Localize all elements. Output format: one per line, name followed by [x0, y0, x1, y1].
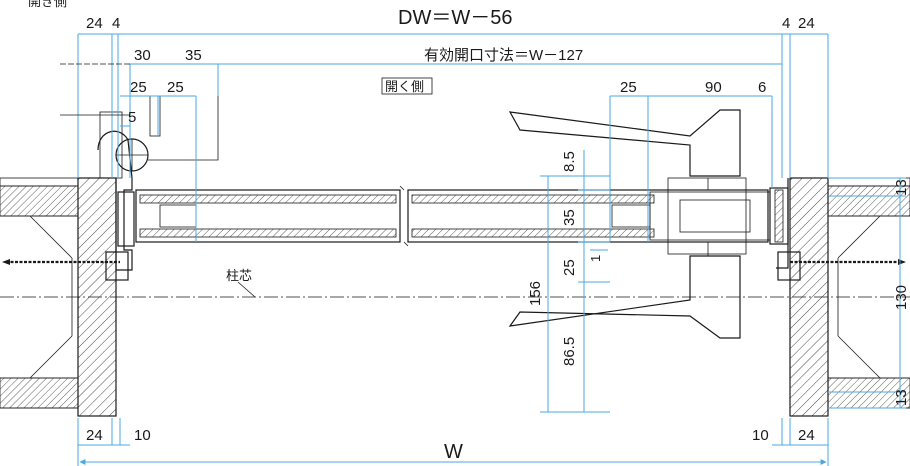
- left-screw: [2, 259, 120, 265]
- title-fragment: 開き側: [28, 0, 67, 9]
- dim-130: 130: [893, 285, 910, 310]
- effective-opening-label: 有効開口寸法＝W－127: [424, 47, 583, 64]
- dim-5: 5: [128, 109, 136, 126]
- dim-24-bottom-right: 24: [798, 427, 815, 444]
- dim-4-top-right: 4: [782, 15, 790, 32]
- dim-13-top: 13: [893, 179, 910, 196]
- dim-24-bottom-left: 24: [86, 427, 103, 444]
- dim-30: 30: [134, 47, 151, 64]
- dim-35-top: 35: [185, 47, 202, 64]
- dim-25-vert: 25: [561, 259, 578, 276]
- center-label: 柱芯: [226, 268, 252, 283]
- dim-25a: 25: [130, 79, 147, 96]
- w-label: W: [444, 441, 463, 463]
- door-panel: [135, 177, 771, 255]
- open-side-label: 開く側: [385, 79, 424, 94]
- dim-24-top-right: 24: [798, 15, 815, 32]
- dim-6: 6: [758, 79, 766, 96]
- dw-label: DW＝W－56: [398, 7, 512, 29]
- dim-10-bottom-right: 10: [752, 427, 769, 444]
- lever-handle-lower: [508, 242, 741, 339]
- dim-13-bottom: 13: [893, 389, 910, 406]
- dimension-lines: [60, 33, 906, 466]
- pivot-detail: [115, 95, 219, 172]
- dim-25-right: 25: [620, 79, 637, 96]
- dim-1: 1: [588, 255, 603, 262]
- right-frame: [769, 178, 801, 281]
- dim-24-top-left: 24: [86, 15, 103, 32]
- open-side-box: [381, 77, 433, 95]
- dim-25b: 25: [167, 79, 184, 96]
- left-wall: [0, 177, 117, 417]
- dim-4-top-left: 4: [112, 15, 120, 32]
- dim-156: 156: [527, 281, 544, 306]
- dim-86-5: 86.5: [561, 337, 578, 366]
- dim-35-vert: 35: [561, 209, 578, 226]
- lever-handle-upper: [508, 109, 741, 190]
- dim-10-bottom-left: 10: [134, 427, 151, 444]
- dim-90: 90: [705, 79, 722, 96]
- dim-8-5: 8.5: [561, 151, 578, 172]
